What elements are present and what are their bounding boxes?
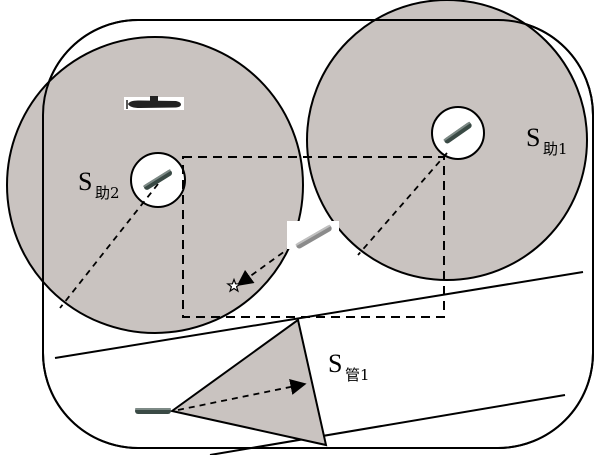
- control-band-bottom-line: [209, 394, 566, 455]
- label-s-assist2: S 助2: [78, 167, 120, 202]
- assist2-dashed-line: [59, 183, 159, 309]
- assist1-dashed-line: [357, 152, 448, 256]
- label-s-assist1: S 助1: [526, 123, 568, 158]
- svg-text:管1: 管1: [345, 366, 370, 384]
- outer-sea-region-outline: [42, 19, 594, 449]
- torpedo-icon: [287, 221, 339, 249]
- svg-text:助1: 助1: [543, 140, 568, 158]
- svg-text:S: S: [328, 349, 342, 378]
- svg-text:S: S: [526, 123, 540, 152]
- submarine-icon: [124, 96, 184, 110]
- torpedo-icon: [135, 408, 171, 414]
- torpedo-icon: [143, 169, 173, 190]
- svg-text:S: S: [78, 167, 92, 196]
- attack-dashed-arrow: [236, 245, 293, 286]
- star-target-icon: [226, 277, 242, 293]
- label-s-control1: S 管1: [328, 349, 370, 384]
- torpedo-icon: [443, 121, 472, 144]
- svg-text:助2: 助2: [95, 184, 120, 202]
- control1-zone-triangle: [169, 318, 328, 447]
- control-band-top-line: [54, 271, 584, 359]
